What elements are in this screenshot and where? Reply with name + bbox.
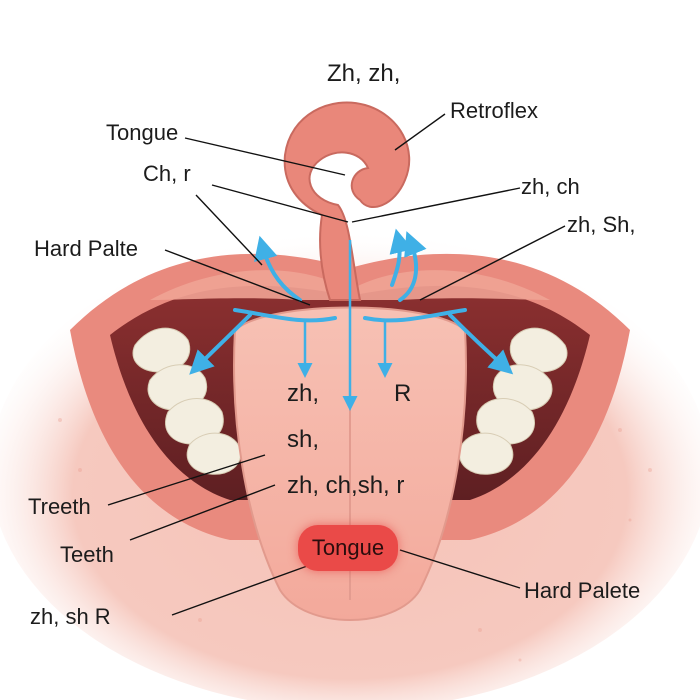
label-zh-sh: zh, Sh,: [567, 212, 636, 237]
label-hard-palete: Hard Palete: [524, 578, 641, 603]
skin-texture: [38, 418, 652, 662]
hard-palate: [150, 270, 550, 300]
airflow-paths: [189, 228, 514, 375]
label-zh-zh-top: Zh, zh,: [327, 60, 401, 87]
leader-lines: [107, 113, 566, 616]
label-zh-ch: zh, ch: [521, 174, 580, 199]
label-treeth: Treeth: [28, 494, 91, 519]
label-zh-ch-sh-r: zh, ch,sh, r: [287, 472, 405, 499]
left-teeth: [132, 327, 242, 475]
label-ch-r: Ch, r: [143, 161, 191, 186]
label-tongue-top: Tongue: [106, 120, 179, 145]
label-r-mid: R: [394, 380, 412, 407]
tongue-badge: Tongue: [298, 525, 398, 571]
airflow-down-arrows: [297, 240, 393, 411]
label-retroflex: Retroflex: [450, 98, 539, 123]
label-zh-sh-r: zh, sh R: [30, 604, 111, 629]
right-teeth: [458, 327, 568, 475]
retroflex-tongue-tip: [283, 101, 411, 301]
label-zh-mid: zh,: [287, 380, 320, 407]
label-hard-palte: Hard Palte: [34, 236, 138, 261]
label-teeth: Teeth: [60, 542, 114, 567]
label-sh-mid: sh,: [287, 426, 320, 453]
